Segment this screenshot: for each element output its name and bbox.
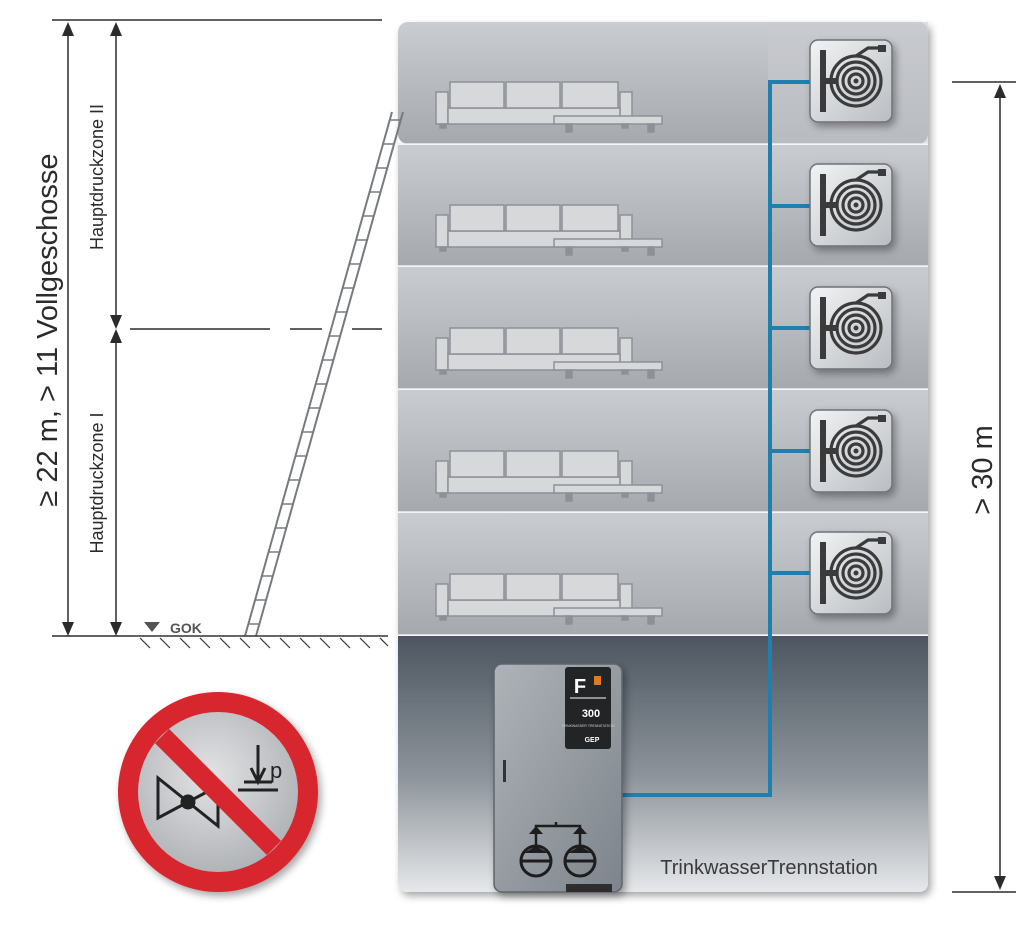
badge-brand: GEP bbox=[585, 737, 600, 744]
badge-number: 300 bbox=[582, 708, 600, 720]
ground-level-marker-icon bbox=[144, 622, 160, 632]
right-height-label: > 30 m bbox=[967, 425, 999, 514]
prohibition-sign: p bbox=[118, 692, 318, 892]
separation-station-cabinet: F 300 TRINKWASSER TRENNSTATION GEP bbox=[493, 663, 623, 893]
pressure-symbol: p bbox=[270, 758, 282, 783]
badge-letter: F bbox=[574, 676, 586, 698]
hose-reel-icon bbox=[808, 408, 894, 494]
right-dimension-line bbox=[952, 81, 1016, 893]
ground-label: GOK bbox=[170, 620, 202, 636]
hose-reel-icon bbox=[808, 530, 894, 616]
hose-reel-icon bbox=[808, 38, 894, 124]
badge-subtext: TRINKWASSER TRENNSTATION bbox=[561, 724, 615, 728]
zone-upper-label: Hauptdruckzone II bbox=[87, 104, 107, 250]
station-badge: F 300 TRINKWASSER TRENNSTATION GEP bbox=[561, 667, 615, 749]
ladder bbox=[244, 111, 404, 637]
left-dimension-lines bbox=[52, 19, 382, 637]
overall-height-label: ≥ 22 m, > 11 Vollgeschosse bbox=[32, 153, 64, 506]
pump-symbols bbox=[519, 822, 597, 878]
hose-reel-icon bbox=[808, 285, 894, 371]
zone-lower-label: Hauptdruckzone I bbox=[87, 412, 107, 553]
ground-line bbox=[132, 635, 389, 649]
station-caption: TrinkwasserTrennstation bbox=[660, 857, 877, 879]
hose-reel-icon bbox=[808, 162, 894, 248]
basement bbox=[398, 636, 928, 892]
